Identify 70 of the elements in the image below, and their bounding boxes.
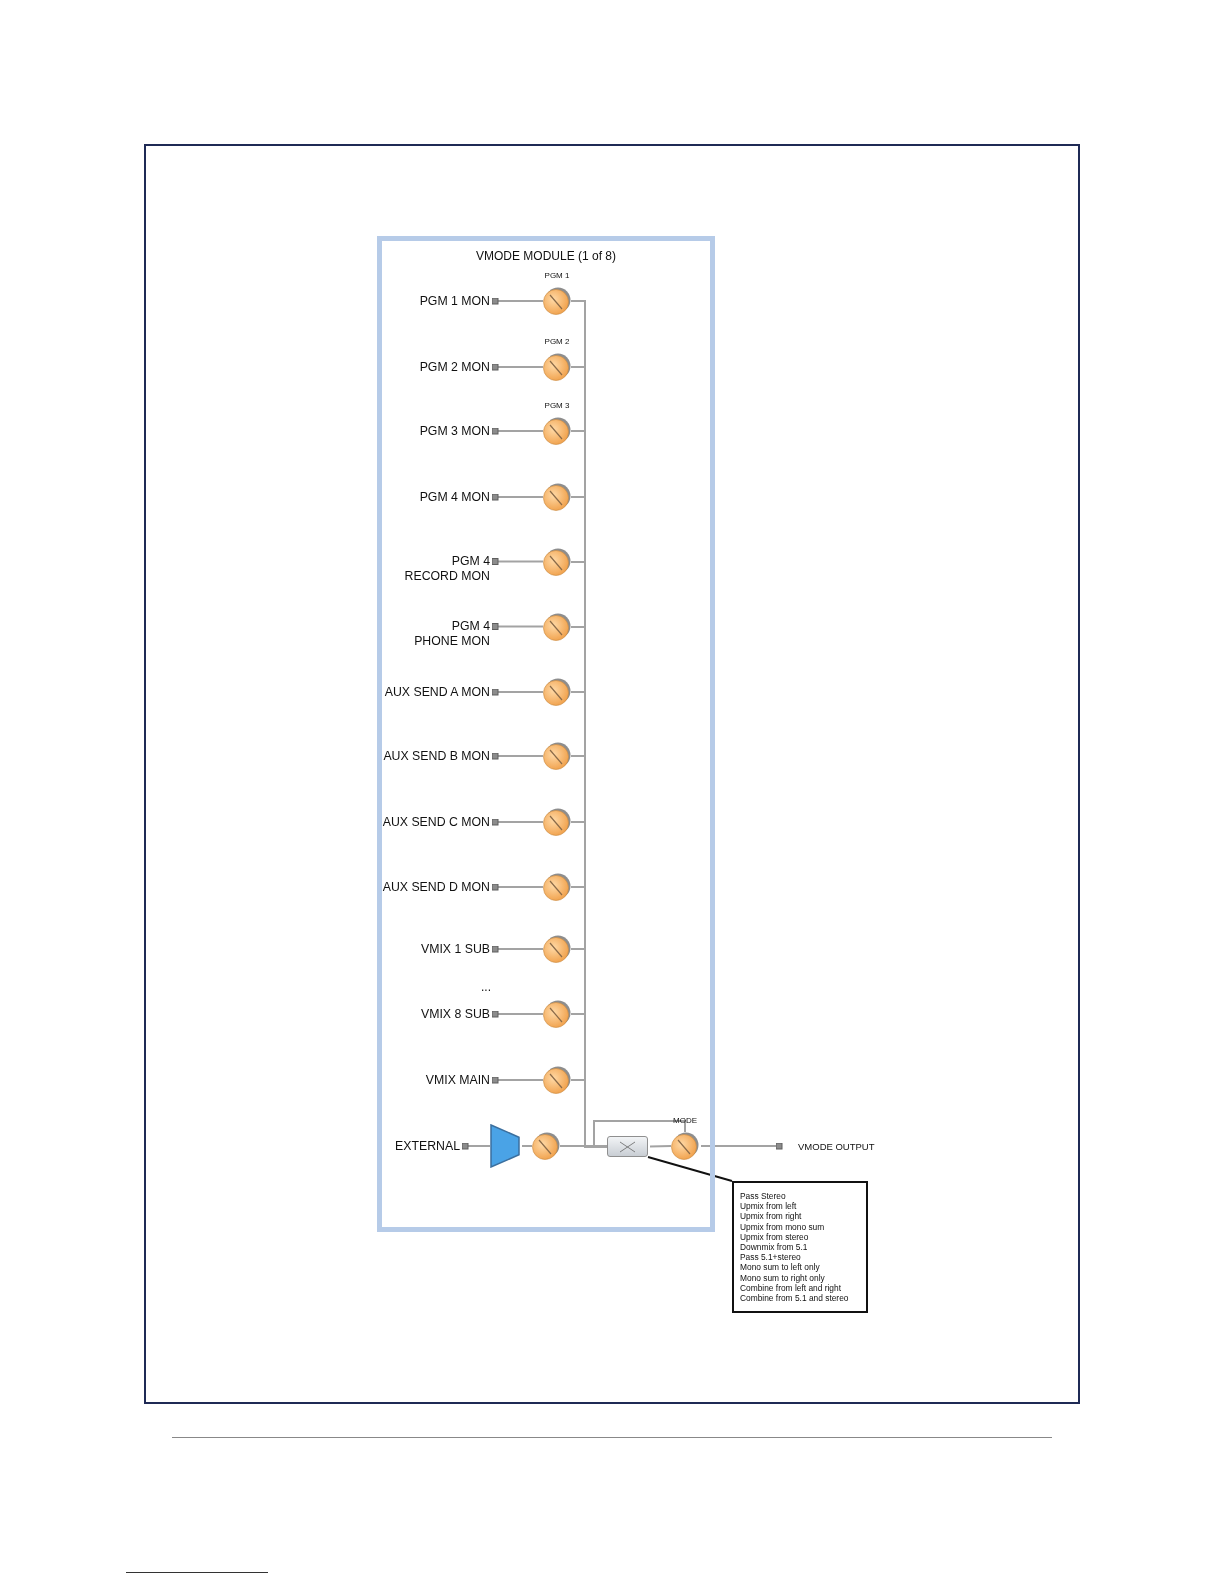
knob-label: MODE: [673, 1116, 697, 1125]
gain-knob: [543, 678, 571, 706]
signal-line: [521, 1145, 533, 1147]
signal-line: [491, 1010, 544, 1018]
signal-line: [491, 623, 544, 630]
input-label: PGM 2 MON: [419, 359, 490, 375]
signal-line: [491, 363, 544, 371]
gain-knob: [532, 1132, 560, 1160]
list-item: Mono sum to right only: [740, 1272, 826, 1283]
amplifier-symbol: [490, 1124, 520, 1168]
input-label: PGM 4 PHONE MON: [412, 619, 490, 649]
signal-line: [491, 427, 544, 435]
mode-matrix-box: [607, 1136, 648, 1157]
input-label: VMIX 8 SUB: [420, 1006, 490, 1022]
list-item: Combine from 5.1 and stereo: [740, 1293, 850, 1304]
list-item: Combine from left and right: [740, 1282, 842, 1294]
input-label: EXTERNAL: [395, 1138, 460, 1154]
input-label: VMIX MAIN: [425, 1072, 490, 1088]
knob-label: PGM 2: [544, 337, 570, 346]
input-label: PGM 4 RECORD MON: [400, 554, 490, 584]
module-panel: [377, 236, 715, 1232]
signal-line: [491, 752, 544, 760]
knob-label: PGM 3: [544, 401, 570, 410]
gain-knob: [543, 613, 571, 641]
signal-line: [491, 818, 544, 826]
signal-line: [491, 945, 544, 953]
list-item: Upmix from left: [740, 1201, 798, 1212]
module-title: VMODE MODULE (1 of 8): [475, 249, 617, 263]
gain-knob: [543, 483, 571, 511]
signal-line: [491, 493, 544, 501]
gain-knob: [543, 873, 571, 901]
gain-knob: [543, 548, 571, 576]
list-item: Upmix from stereo: [740, 1231, 810, 1242]
input-label: PGM 4 MON: [419, 489, 490, 505]
output-label: VMODE OUTPUT: [798, 1140, 875, 1152]
gain-knob: [543, 287, 571, 315]
input-label: AUX SEND B MON: [383, 748, 490, 764]
gain-knob: [543, 417, 571, 445]
list-item: Upmix from right: [740, 1211, 803, 1222]
gain-knob: [543, 935, 571, 963]
list-item: Pass 5.1+stereo: [740, 1252, 802, 1263]
continuation-dots: ...: [481, 980, 491, 994]
gain-knob: [543, 808, 571, 836]
input-label: PGM 1 MON: [419, 293, 490, 309]
input-label: AUX SEND D MON: [382, 879, 490, 895]
signal-line: [491, 558, 544, 565]
input-label: AUX SEND A MON: [384, 684, 490, 700]
knob-label: PGM 1: [544, 271, 570, 280]
gain-knob: [543, 742, 571, 770]
gain-knob: [543, 1066, 571, 1094]
input-label: VMIX 1 SUB: [420, 941, 490, 957]
gain-knob: [543, 353, 571, 381]
signal-line: [649, 1145, 672, 1148]
leader-line: [647, 1156, 733, 1182]
gain-knob: [543, 1000, 571, 1028]
signal-line: [461, 1142, 491, 1150]
list-item: Downmix from 5.1: [740, 1242, 809, 1253]
signal-line: [491, 297, 544, 305]
input-label: AUX SEND C MON: [382, 814, 490, 830]
gain-knob: [671, 1132, 699, 1160]
signal-line: [491, 688, 544, 696]
input-label: PGM 3 MON: [419, 423, 490, 439]
signal-line: [491, 1076, 544, 1084]
list-item: Upmix from mono sum: [740, 1221, 826, 1232]
signal-line: [700, 1142, 783, 1150]
list-item: Pass Stereo: [740, 1191, 787, 1202]
signal-line: [559, 1120, 686, 1147]
list-item: Mono sum to left only: [740, 1262, 821, 1273]
signal-line: [491, 883, 544, 891]
mode-list-box: [732, 1181, 868, 1313]
